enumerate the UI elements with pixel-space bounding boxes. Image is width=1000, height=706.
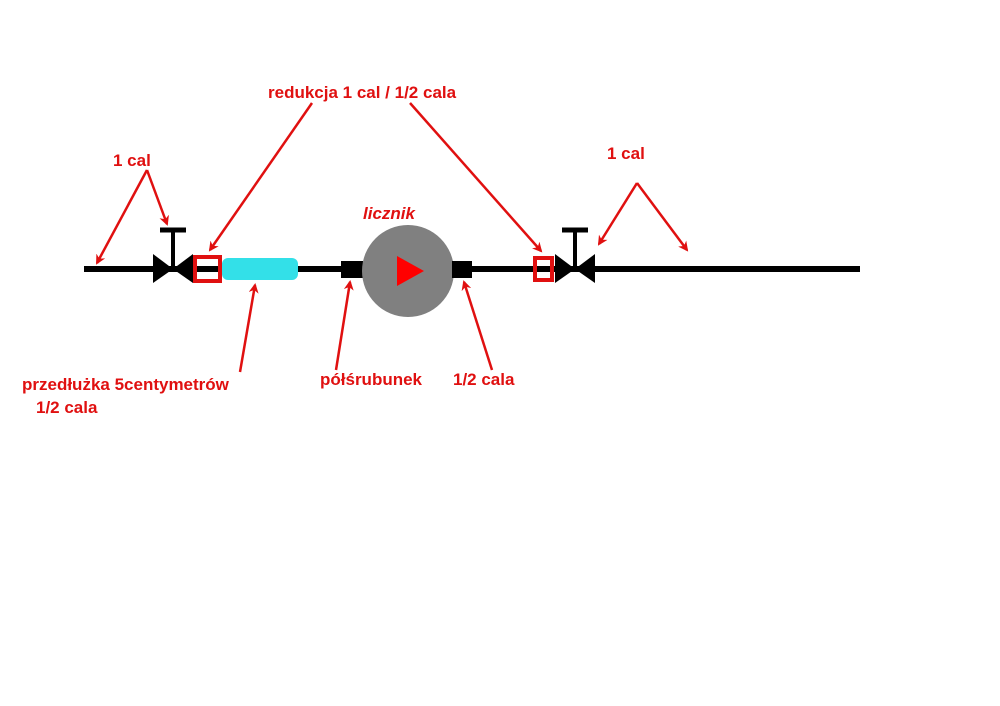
right-valve-icon [555, 227, 595, 283]
meter-arrow-icon [397, 256, 424, 286]
annotation-arrows [95, 102, 689, 373]
label-reduction: redukcja 1 cal / 1/2 cala [268, 83, 457, 102]
arrow-left-pipe [95, 169, 149, 265]
meter [362, 225, 454, 317]
arrow-left-valve [145, 169, 169, 226]
label-left-pipe: 1 cal [113, 151, 151, 170]
arrow-reduction-left [208, 102, 314, 252]
left-valve-icon [153, 227, 193, 283]
label-half-union: półśrubunek [320, 370, 423, 389]
right-half-union [452, 261, 472, 278]
right-reducer [533, 256, 554, 282]
label-right-pipe: 1 cal [607, 144, 645, 163]
left-reducer [193, 255, 222, 283]
arrow-right-valve [597, 182, 639, 246]
left-half-union [341, 261, 363, 278]
arrow-half-union-left [334, 280, 354, 371]
extension-piece [222, 258, 298, 280]
label-extension-line2: 1/2 cala [36, 398, 98, 417]
arrow-right-pipe [635, 182, 689, 252]
arrow-half-union-right [461, 280, 494, 371]
arrow-reduction-right [409, 102, 543, 253]
label-half-union-size: 1/2 cala [453, 370, 515, 389]
arrow-extension [238, 283, 259, 373]
label-meter: licznik [363, 204, 417, 223]
label-extension-line1: przedłużka 5centymetrów [22, 375, 230, 394]
